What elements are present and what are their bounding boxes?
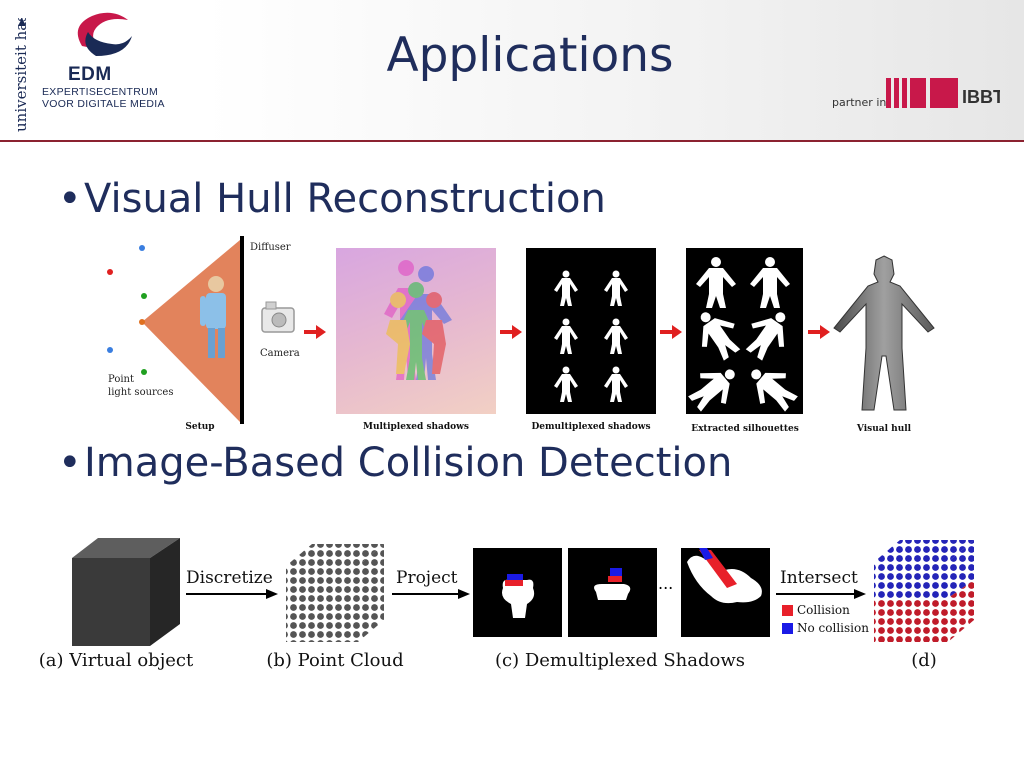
edm-subtitle-line2: VOOR DIGITALE MEDIA — [42, 98, 165, 110]
ibbt-logo-text: IBBT — [962, 87, 1000, 107]
red-arrow-icon — [660, 325, 682, 339]
caption-multiplexed: Multiplexed shadows — [362, 422, 469, 432]
legend-swatch-collision — [782, 605, 793, 616]
bullet-collision-detection: •Image-Based Collision Detection — [58, 440, 732, 486]
caption-setup: Setup — [185, 422, 215, 432]
caption-demultiplexed: Demultiplexed shadows — [531, 422, 651, 432]
point-cloud-image — [286, 544, 384, 642]
camera-icon — [261, 301, 295, 333]
edm-logo-icon — [77, 12, 132, 56]
diffuser-label: Diffuser — [250, 242, 291, 253]
caption-d: (d) — [911, 650, 937, 671]
step-discretize-label: Discretize — [186, 568, 273, 588]
header-band — [0, 0, 1024, 140]
camera-label: Camera — [260, 348, 300, 359]
red-arrow-icon — [500, 325, 522, 339]
person-figure — [200, 276, 226, 358]
caption-demultiplexed-shadows: (c) Demultiplexed Shadows — [495, 650, 745, 671]
step-project-label: Project — [396, 568, 458, 588]
shadow-image-2 — [568, 548, 657, 637]
extracted-silhouettes-panel — [686, 248, 803, 414]
legend-swatch-no-collision — [782, 623, 793, 634]
setup-illustration — [107, 240, 240, 422]
point-lights-label-1: Point — [108, 374, 135, 385]
partner-label: partner in — [832, 96, 887, 109]
edm-name: EDM — [68, 64, 112, 85]
multiplexed-shadows-panel — [336, 248, 496, 414]
bullet-visual-hull: •Visual Hull Reconstruction — [58, 176, 606, 222]
intersection-point-cloud — [874, 540, 974, 642]
header-divider — [0, 140, 1024, 142]
legend-label-no-collision: No collision — [797, 621, 869, 635]
red-arrow-icon — [304, 325, 326, 339]
ellipsis: ... — [658, 574, 674, 593]
arrow-icon — [392, 589, 470, 599]
bullet-dot: • — [58, 176, 82, 222]
virtual-object-cube — [72, 538, 180, 646]
university-hasselt-logo: universiteit hasselt — [12, 18, 30, 132]
bullet-dot: • — [58, 440, 82, 486]
caption-visual-hull: Visual hull — [856, 424, 912, 434]
point-lights-label-2: light sources — [108, 387, 174, 398]
visual-hull-figure — [833, 255, 935, 411]
bullet-text: Visual Hull Reconstruction — [84, 176, 606, 222]
edm-subtitle-line1: EXPERTISECENTRUM — [42, 86, 159, 98]
shadow-image-1 — [473, 548, 562, 637]
extracted-silhouettes-image — [688, 257, 798, 412]
university-logo-text: universiteit hasselt — [12, 18, 30, 132]
arrow-icon — [186, 589, 278, 599]
step-intersect-label: Intersect — [780, 568, 858, 588]
caption-virtual-object: (a) Virtual object — [38, 650, 194, 671]
shadow-image-3 — [681, 548, 770, 637]
multiplexed-shadows-image — [384, 260, 452, 380]
legend-label-collision: Collision — [797, 603, 850, 617]
ibbt-logo: IBBT — [886, 78, 1000, 108]
demultiplexed-shadows-image — [554, 270, 628, 402]
caption-point-cloud: (b) Point Cloud — [266, 650, 404, 671]
diffuser-screen — [240, 236, 244, 424]
arrow-icon — [776, 589, 866, 599]
demultiplexed-shadows-panel — [526, 248, 656, 414]
slide-title: Applications — [386, 28, 674, 83]
caption-silhouettes: Extracted silhouettes — [691, 424, 799, 434]
red-arrow-icon — [808, 325, 830, 339]
bullet-text: Image-Based Collision Detection — [84, 440, 733, 486]
